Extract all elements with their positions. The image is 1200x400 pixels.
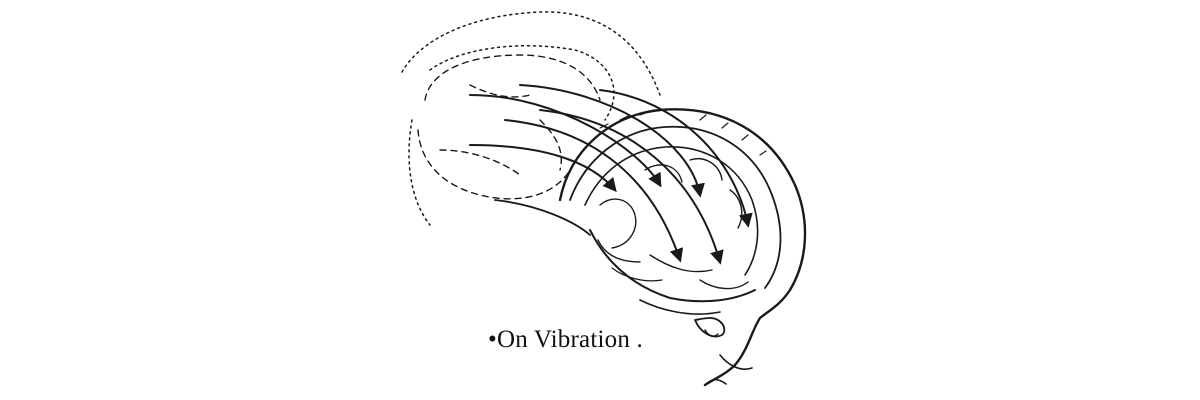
vibration-arrow — [469, 94, 662, 188]
vibration-arrow — [539, 109, 724, 265]
caption-text: •On Vibration . — [488, 326, 643, 353]
vibration-arrow — [469, 144, 617, 193]
hatch-marks — [599, 111, 767, 156]
vibration-arrow — [519, 84, 705, 198]
ghost-head-outline — [401, 11, 661, 226]
skull-outline — [558, 108, 807, 387]
vibration-arrows — [469, 84, 753, 265]
vibration-arrow — [504, 119, 684, 263]
brain-folds — [597, 158, 749, 290]
vibration-arrow — [494, 199, 591, 236]
vibration-arrow — [599, 89, 753, 228]
ghost-brain-outline — [417, 54, 601, 200]
